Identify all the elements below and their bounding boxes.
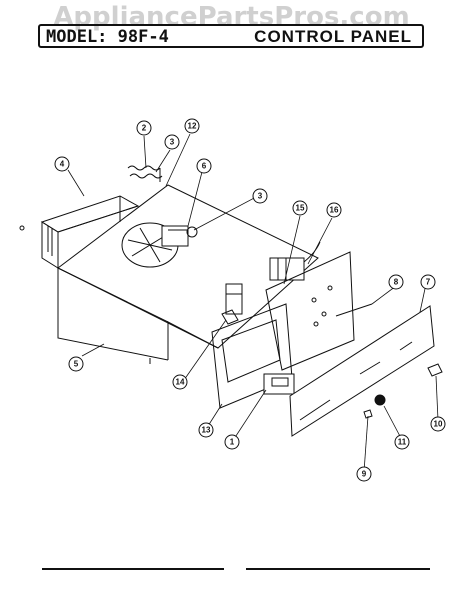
callout-label: 7 <box>426 278 431 287</box>
callout-4: 4 <box>54 156 70 172</box>
mounting-plate <box>265 251 355 371</box>
callout-label: 4 <box>60 160 65 169</box>
callout-6: 6 <box>196 158 212 174</box>
callout-label: 6 <box>202 162 207 171</box>
callout-15: 15 <box>292 200 308 216</box>
callout-label: 11 <box>398 438 407 447</box>
cabinet-box <box>57 184 319 364</box>
footer-rule-right <box>246 568 430 570</box>
callout-label: 9 <box>362 470 367 479</box>
callout-label: 3 <box>258 192 263 201</box>
callout-label: 12 <box>188 122 197 131</box>
callout-7: 7 <box>420 274 436 290</box>
callout-8: 8 <box>388 274 404 290</box>
glass-panel <box>289 305 435 437</box>
fan-motor <box>121 222 198 268</box>
callout-label: 14 <box>176 378 185 387</box>
callout-14: 14 <box>172 374 188 390</box>
callout-12: 12 <box>184 118 200 134</box>
callout-2: 2 <box>136 120 152 136</box>
callout-1: 1 <box>224 434 240 450</box>
callout-label: 8 <box>394 278 399 287</box>
callout-13: 13 <box>198 422 214 438</box>
title-box: MODEL: 98F-4 CONTROL PANEL <box>38 24 424 48</box>
footer-rule-left <box>42 568 224 570</box>
callout-3a: 3 <box>164 134 180 150</box>
callout-11: 11 <box>394 434 410 450</box>
callout-label: 10 <box>434 420 443 429</box>
callout-label: 3 <box>170 138 175 147</box>
callout-9: 9 <box>356 466 372 482</box>
knob <box>427 363 443 377</box>
callout-label: 15 <box>296 204 305 213</box>
callout-16: 16 <box>326 202 342 218</box>
callout-label: 13 <box>202 426 211 435</box>
rod <box>335 303 373 317</box>
small-part <box>363 409 373 419</box>
timer-module <box>263 373 295 395</box>
callout-label: 16 <box>330 206 339 215</box>
callout-label: 2 <box>142 124 147 133</box>
model-label: MODEL: 98F-4 <box>46 27 169 47</box>
leader-lines <box>67 133 439 473</box>
callout-label: 1 <box>230 438 235 447</box>
callout-5: 5 <box>68 356 84 372</box>
section-title: CONTROL PANEL <box>254 27 412 46</box>
callout-label: 5 <box>74 360 79 369</box>
button <box>374 394 386 406</box>
callout-10: 10 <box>430 416 446 432</box>
callout-3b: 3 <box>252 188 268 204</box>
spring <box>127 165 163 182</box>
vent-duct <box>19 195 140 269</box>
watermark: AppliancePartsPros.com <box>53 2 410 32</box>
callouts: 2 3 12 6 3 4 5 15 16 8 7 14 13 1 10 11 9 <box>54 118 446 482</box>
relay <box>225 283 243 315</box>
